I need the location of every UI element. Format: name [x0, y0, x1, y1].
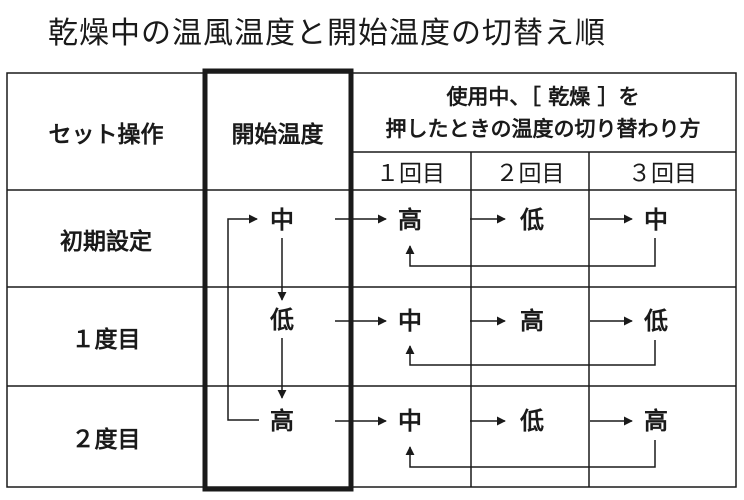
seq-second-3: 高: [644, 407, 668, 435]
header-press-1: １回目: [376, 161, 445, 187]
header-switch-behavior: 使用中、［ 乾燥 ］を 押したときの温度の切り替わり方: [350, 73, 736, 152]
row-operation-initial: 初期設定: [60, 228, 152, 255]
sequence-arrows: [227, 214, 656, 468]
row-operation-first: １度目: [71, 326, 141, 353]
row-operation-second: ２度目: [71, 426, 141, 453]
seq-first-2: 高: [520, 307, 544, 335]
seq-second-2: 低: [520, 407, 544, 435]
start-column-highlight: [202, 68, 354, 492]
header-press-2: ２回目: [495, 161, 565, 187]
start-temp-initial: 中: [270, 206, 294, 234]
seq-initial-1: 高: [398, 206, 422, 234]
seq-initial-2: 低: [520, 206, 544, 234]
start-temp-first: 低: [270, 306, 294, 334]
page-title: 乾燥中の温風温度と開始温度の切替え順: [48, 16, 606, 51]
header-switch-line1: 使用中、［ 乾燥 ］を: [446, 84, 640, 109]
header-operation: セット操作: [48, 121, 164, 148]
seq-first-1: 中: [398, 307, 422, 335]
header-start-temp: 開始温度: [231, 121, 324, 148]
start-temp-second: 高: [270, 407, 294, 435]
seq-initial-3: 中: [644, 206, 668, 234]
header-press-3: ３回目: [628, 161, 697, 187]
seq-second-1: 中: [398, 407, 422, 435]
seq-first-3: 低: [644, 307, 668, 335]
header-switch-line2: 押したときの温度の切り替わり方: [385, 116, 701, 141]
